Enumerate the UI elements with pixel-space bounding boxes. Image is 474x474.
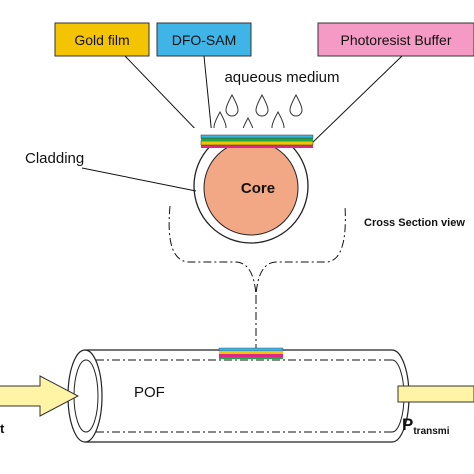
sensing-patch-green [219, 357, 283, 359]
photoresist-buffer-box [317, 22, 474, 57]
droplet [255, 93, 269, 117]
cross-section-view-label: Cross Section view [364, 217, 465, 229]
cladding-label: Cladding [25, 150, 84, 167]
dfo-sam-layer [201, 138, 313, 141]
droplet [225, 93, 239, 117]
sensing-patch-gold [219, 351, 283, 354]
core-label: Core [241, 180, 275, 197]
sensing-patch-pink [219, 354, 283, 357]
p-transmitted-sub: transmi [413, 426, 449, 437]
dfo-sam-leader [203, 55, 213, 137]
photoresist-layer [201, 145, 313, 148]
p-in-partial-label: t [0, 421, 5, 436]
cladding-leader [81, 167, 197, 192]
dfo-sam-label: DFO-SAM [172, 32, 237, 48]
pof-label: POF [134, 384, 165, 401]
dfo-sam-box [156, 22, 252, 57]
gold-layer [200, 140, 314, 146]
input-arrow [0, 375, 80, 417]
p-transmitted-main: P [402, 415, 413, 434]
sensing-patch-top [218, 347, 284, 352]
output-arrow [397, 385, 474, 403]
gold-film-label: Gold film [74, 32, 129, 48]
photoresist-leader [311, 55, 403, 144]
photoresist-buffer-label: Photoresist Buffer [340, 32, 451, 48]
droplet [289, 93, 303, 117]
gold-film-leader [124, 55, 203, 137]
top-layer [200, 134, 314, 139]
p-transmitted-label: Ptransmi [402, 415, 450, 437]
aqueous-medium-label: aqueous medium [224, 69, 339, 86]
gold-film-box [54, 22, 150, 57]
